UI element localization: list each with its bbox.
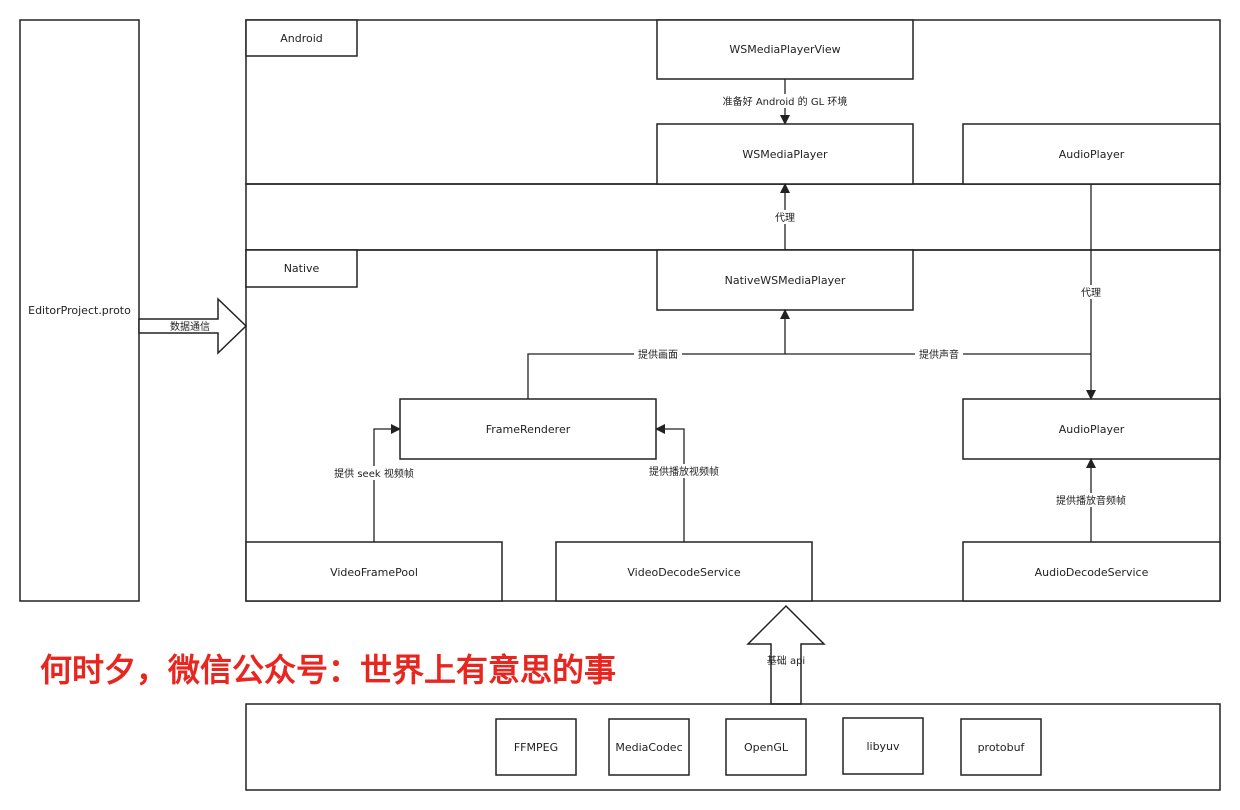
audio-frame-label: 提供播放音频帧	[1056, 494, 1126, 507]
audio-player-top-box	[962, 123, 1221, 185]
libyuv-label: libyuv	[866, 740, 900, 753]
video-decode-service-label: VideoDecodeService	[627, 566, 740, 579]
protobuf-label: protobuf	[978, 741, 1026, 754]
audio-player-native-label: AudioPlayer	[1059, 423, 1125, 436]
proxy-right-label-bg	[1076, 285, 1106, 299]
provide-picture-label-bg	[634, 348, 682, 361]
provide-sound-label: 提供声音	[919, 348, 959, 361]
watermark-text: 何时夕，微信公众号：世界上有意思的事	[40, 651, 616, 689]
audio-decode-service-box	[962, 541, 1221, 602]
seek-frame-label: 提供 seek 视频帧	[334, 467, 414, 480]
prepare-gl-label: 准备好 Android 的 GL 环境	[723, 95, 848, 108]
base-api-arrow	[746, 604, 826, 705]
media-codec-label: MediaCodec	[615, 741, 682, 754]
proxy-right-label: 代理	[1081, 287, 1101, 299]
android-tag-label: Android	[280, 32, 323, 45]
video-frame-pool-label: VideoFramePool	[330, 566, 418, 579]
ffmpeg-label: FFMPEG	[514, 741, 558, 754]
editor-project-box	[19, 19, 140, 602]
play-frame-label: 提供播放视频帧	[649, 465, 719, 478]
play-frame-label-bg	[646, 464, 722, 478]
audio-player-top-label: AudioPlayer	[1059, 148, 1125, 161]
editor-project-label: EditorProject.proto	[28, 304, 131, 317]
ffmpeg-box	[495, 718, 577, 776]
provide-sound-label-bg	[915, 348, 963, 361]
provide-picture-edge	[527, 353, 785, 399]
prepare-gl-label-bg	[718, 94, 852, 108]
video-decode-service-box	[555, 541, 813, 602]
provide-picture-label: 提供画面	[638, 348, 678, 361]
native-ws-media-player-box	[656, 249, 914, 311]
libyuv-box	[842, 717, 924, 775]
seek-frame-edge	[373, 424, 401, 542]
ws-media-player-view-label: WSMediaPlayerView	[729, 43, 840, 56]
play-frame-edge	[655, 424, 685, 542]
media-codec-box	[608, 718, 690, 776]
opengl-label: OpenGL	[744, 741, 789, 754]
opengl-box	[725, 718, 807, 776]
native-tag-label: Native	[284, 262, 320, 275]
data-comm-label: 数据通信	[170, 320, 210, 333]
protobuf-box	[960, 718, 1042, 776]
video-frame-pool-box	[245, 541, 503, 602]
base-api-label: 基础 api	[767, 654, 805, 667]
audio-player-native-box	[962, 398, 1221, 460]
android-tag	[245, 19, 358, 57]
proxy-left-label-bg	[770, 210, 800, 224]
native-tag	[245, 249, 358, 288]
seek-frame-label-bg	[331, 466, 417, 480]
data-comm-arrow	[138, 297, 248, 355]
native-ws-media-player-label: NativeWSMediaPlayer	[725, 274, 846, 287]
proxy-left-label: 代理	[775, 212, 795, 224]
audio-frame-label-bg	[1053, 493, 1129, 507]
frame-renderer-box	[399, 398, 657, 460]
frame-renderer-label: FrameRenderer	[486, 423, 571, 436]
base-library-container	[245, 703, 1221, 791]
audio-decode-service-label: AudioDecodeService	[1035, 566, 1149, 579]
ws-media-player-label: WSMediaPlayer	[742, 148, 828, 161]
proxy-band	[245, 183, 1221, 251]
